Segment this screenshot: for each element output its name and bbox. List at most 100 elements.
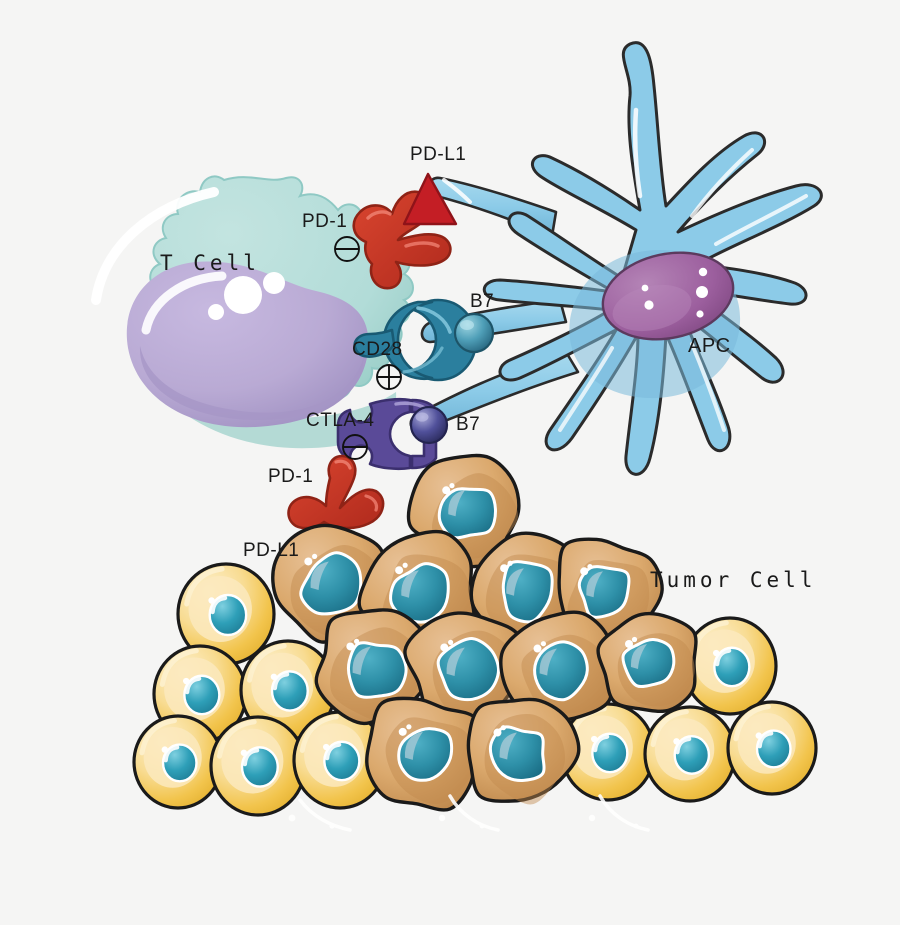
ligand-label-pdl1-lower: PD-L1: [243, 540, 300, 561]
tumor-cell-vesicle: [533, 644, 542, 653]
receptor-label-pd1-lower: PD-1: [268, 466, 314, 487]
tumor-cell-nucleus-highlight: [404, 731, 423, 760]
tumor-cell-vesicle: [304, 557, 313, 566]
yellow-cell-nucleus-highlight: [324, 742, 342, 761]
tumor-cell-vesicle: [448, 639, 454, 645]
sparkle-group: [288, 794, 650, 832]
yellow-cell-nucleus: [673, 734, 711, 775]
cd28-shape-inner: [382, 300, 434, 381]
yellow-cell: [209, 715, 307, 817]
tumor-cell-vesicle: [346, 642, 355, 651]
yellow-cell-nucleus: [270, 670, 309, 712]
signal-sign-minus-icon: [334, 236, 360, 262]
yellow-cell-nucleus-highlight: [714, 648, 732, 667]
yellow-cell-nucleus-highlight: [592, 734, 610, 753]
t-cell-nucleus-shade: [139, 346, 364, 420]
tumor-cell-vesicle: [580, 567, 589, 576]
yellow-cell: [643, 705, 737, 803]
apc-vesicle: [641, 284, 649, 292]
b7-ligand-cd28: [453, 312, 495, 354]
tumor-cell-vesicle: [440, 643, 449, 652]
receptor-label-ctla4: CTLA-4: [306, 410, 375, 431]
tumor-cell: [596, 611, 698, 714]
yellow-cell-rim-highlight: [216, 719, 257, 759]
b7-sphere-highlight: [460, 320, 474, 330]
yellow-cell-nucleus: [208, 593, 248, 637]
tumor-cell: [314, 608, 435, 726]
yellow-cell-nucleus: [591, 732, 629, 774]
signal-sign-pd1-upper: [332, 234, 362, 268]
apc-cell: [482, 41, 823, 476]
ligand-label-pdl1-upper: PD-L1: [410, 144, 467, 165]
yellow-cell-rim-highlight: [246, 643, 287, 683]
yellow-cell-nucleus-highlight: [242, 748, 260, 767]
b7-sphere-ctla4: [409, 405, 449, 445]
tumor-cell: [365, 696, 480, 812]
tumor-cell-nucleus-highlight: [539, 648, 557, 676]
apc-vesicle: [696, 310, 704, 318]
sparkle: [448, 794, 500, 832]
t-cell-vesicle: [208, 304, 224, 320]
tumor-cell-nucleus: [299, 551, 363, 616]
yellow-cell-nucleus-highlight: [675, 736, 692, 755]
tumor-cell-vesicle: [493, 728, 502, 737]
b7-sphere-cd28: [453, 312, 495, 354]
pdl1-ligand-upper: [402, 172, 458, 226]
tumor-cell-vesicle: [587, 564, 593, 570]
t-cell-nucleus-highlight: [141, 271, 227, 335]
yellow-cell-nucleus: [161, 743, 198, 783]
yellow-cell-nucleus: [323, 740, 361, 782]
tumor-cell-vesicle: [354, 638, 360, 644]
yellow-cell-rim-highlight: [299, 714, 339, 753]
tumor-cell-nucleus-highlight: [499, 732, 517, 760]
tumor-cell-nucleus-highlight: [630, 644, 647, 669]
apc-label: APC: [688, 335, 731, 357]
yellow-cell-rim-highlight: [159, 648, 199, 687]
yellow-cell-vesicle: [755, 732, 762, 739]
sparkle-dot: [633, 823, 639, 829]
tumor-cell-nucleus-highlight: [401, 570, 419, 598]
cd28-highlight: [402, 346, 444, 374]
sparkle-dot: [438, 814, 446, 822]
tumor-cell-vesicle: [500, 725, 507, 731]
tumor-cell-vesicle: [395, 566, 404, 575]
apc-highlight: [632, 107, 643, 199]
ligand-label-b7-ctla4: B7: [456, 414, 481, 435]
yellow-cell-nucleus-highlight: [757, 731, 774, 749]
yellow-cell-nucleus: [755, 729, 792, 769]
receptor-label-pd1-upper: PD-1: [302, 211, 348, 232]
t-cell-vesicle: [263, 272, 285, 294]
yellow-cell-nucleus-highlight: [163, 745, 180, 763]
tumor-cell-vesicle: [402, 562, 408, 568]
yellow-cell-nucleus: [713, 646, 751, 688]
pd1-highlight: [364, 494, 379, 512]
sparkle: [298, 798, 352, 832]
tumor-cell-nucleus-highlight: [586, 571, 603, 598]
tumor-cell-vesicle: [507, 560, 513, 566]
yellow-cell-vesicle: [323, 743, 330, 751]
yellow-cell-nucleus-highlight: [272, 672, 290, 691]
pdl1-triangle-upper: [402, 172, 458, 226]
yellow-cell-vesicle: [240, 749, 248, 756]
apc-arm-highlight: [442, 178, 472, 204]
yellow-cell: [682, 616, 778, 716]
signal-sign-plus-icon: [376, 364, 402, 390]
yellow-cell-nucleus-highlight: [210, 595, 228, 615]
apc-highlight: [690, 342, 726, 432]
tumor-cell-nucleus-highlight: [310, 561, 329, 590]
tumor-cell-vesicle: [625, 640, 633, 648]
tumor-cell-nucleus-highlight: [446, 647, 465, 676]
tumor-cell-nucleus: [389, 562, 450, 624]
sparkle-dot: [588, 814, 596, 822]
tumor-cell-vesicle: [442, 486, 451, 495]
tumor-cell-nucleus-highlight: [506, 568, 524, 596]
tumor-cell-vesicle: [398, 727, 407, 736]
yellow-cell: [132, 714, 224, 810]
yellow-cell-nucleus: [183, 674, 221, 716]
tumor-cell-vesicle: [631, 636, 638, 643]
sparkle-dot: [329, 823, 335, 829]
yellow-cell: [239, 639, 337, 741]
yellow-cell-nucleus-highlight: [184, 676, 202, 695]
